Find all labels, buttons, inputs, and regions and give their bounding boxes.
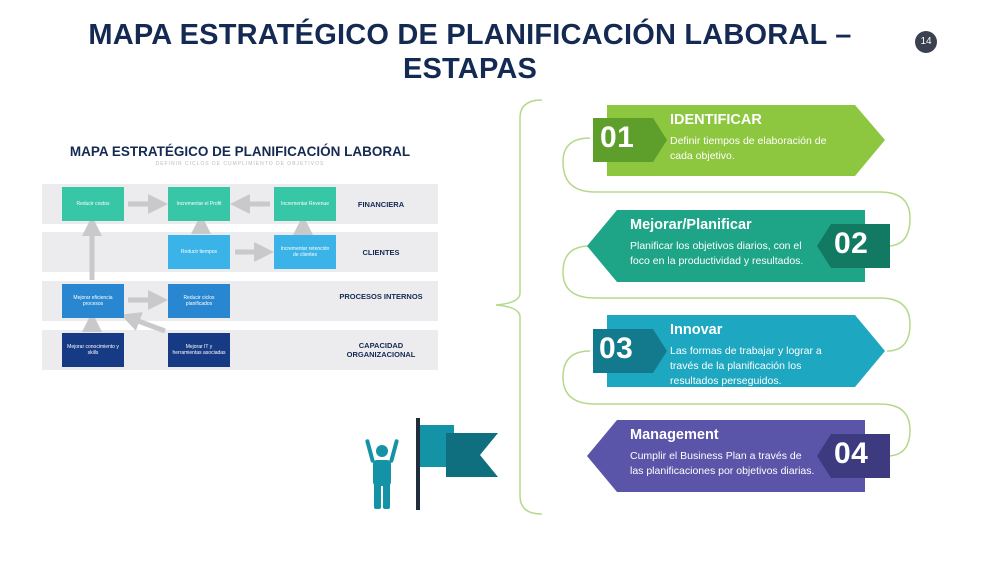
- step-1-heading: IDENTIFICAR: [670, 112, 762, 128]
- row-label-clientes: CLIENTES: [362, 248, 400, 257]
- map-box-reducir-costos: Reducir costos: [62, 187, 124, 221]
- step-3-banner: [607, 315, 885, 387]
- steps-diagram: [562, 105, 911, 492]
- row-label-financiera: FINANCIERA: [357, 200, 405, 209]
- strategy-map-arrows: [82, 194, 313, 334]
- step-1-text: Definir tiempos de elaboración de cada o…: [670, 135, 827, 162]
- person-cheering-icon: [365, 439, 399, 509]
- step-2-number-badge: [817, 224, 890, 268]
- step-1-number-badge: [593, 118, 667, 162]
- strategy-map-title: MAPA ESTRATÉGICO DE PLANIFICACIÓN LABORA…: [69, 144, 411, 159]
- step-3-heading: Innovar: [670, 322, 723, 338]
- map-box-incrementar-profit: Incrementar el Profit: [168, 187, 230, 221]
- page-number-badge: 14: [915, 31, 937, 53]
- map-box-retencion-clientes: Incrementar retención de clientes: [274, 235, 336, 269]
- bracket: [495, 99, 543, 515]
- map-box-conocimiento-skills: Mejorar conocimiento y skills: [62, 333, 124, 367]
- illustration: [365, 418, 498, 510]
- map-box-it-herramientas: Mejorar IT y herramientas asociadas: [168, 333, 230, 367]
- flag-icon: [416, 418, 498, 510]
- step-4-heading: Management: [630, 427, 719, 443]
- step-3-text: Las formas de trabajar y lograr a través…: [670, 345, 822, 387]
- step-3-number-badge: [593, 329, 667, 373]
- strategy-map-subtitle: DEFINIR CICLOS DE CUMPLIMIENTO DE OBJETI…: [155, 161, 325, 167]
- map-box-incrementar-revenue: Incrementar Revenue: [274, 187, 336, 221]
- step-4-banner: [587, 420, 865, 492]
- step-2-number: 02: [834, 227, 869, 260]
- step-1-number: 01: [600, 121, 635, 154]
- step-4-number: 04: [834, 437, 869, 470]
- step-4-text: Cumplir el Business Plan a través de las…: [630, 450, 815, 477]
- step-2-heading: Mejorar/Planificar: [630, 217, 752, 233]
- step-2-banner: [587, 210, 865, 282]
- map-box-reducir-tiempos: Reducir tiempos: [168, 235, 230, 269]
- step-3-number: 03: [599, 332, 634, 365]
- slide-title: MAPA ESTRATÉGICO DE PLANIFICACIÓN LABORA…: [88, 19, 852, 85]
- arrow-diagonal: [120, 312, 166, 334]
- strategy-map: MAPA ESTRATÉGICO DE PLANIFICACIÓN LABORA…: [40, 140, 440, 375]
- step-1-banner: [607, 105, 885, 176]
- map-box-eficiencia-procesos: Mejorar eficiencia procesos: [62, 284, 124, 318]
- step-2-text: Planificar los objetivos diarios, con el…: [630, 240, 804, 267]
- row-label-capacidad-organizacional: CAPACIDAD ORGANIZACIONAL: [346, 341, 416, 359]
- map-box-ciclos-planificados: Reducir ciclos planificados: [168, 284, 230, 318]
- row-label-procesos-internos: PROCESOS INTERNOS: [339, 292, 423, 301]
- step-4-number-badge: [817, 434, 890, 478]
- snake-connector: [562, 137, 911, 457]
